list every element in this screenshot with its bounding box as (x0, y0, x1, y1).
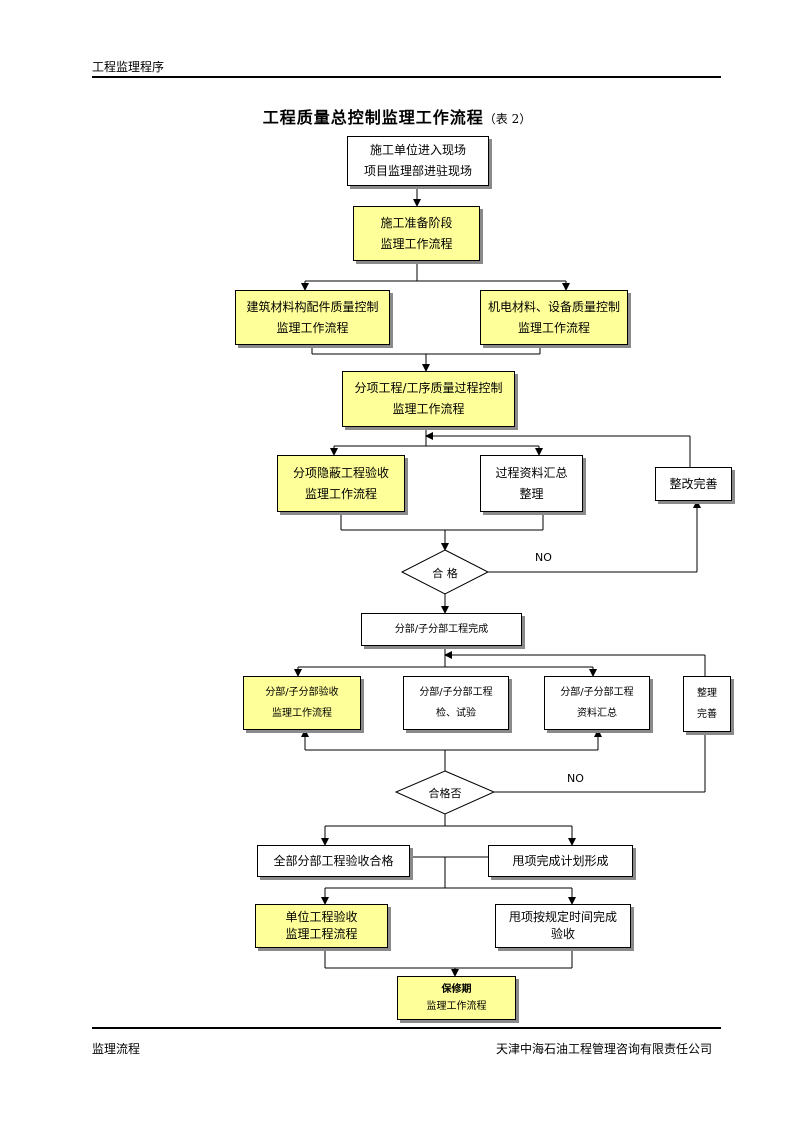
page-title: 工程质量总控制监理工作流程（表 2） (0, 104, 794, 128)
title-table-number: （表 2） (483, 112, 532, 126)
no-label-2: NO (567, 772, 584, 785)
decision-diamond-1 (400, 549, 490, 595)
node-pending-completion: 甩项按规定时间完成验收 (495, 904, 631, 948)
node-division-tests: 分部/子分部工程检、试验 (403, 676, 509, 730)
node-subitem-process-control: 分项工程/工序质量过程控制监理工作流程 (342, 371, 515, 427)
title-main: 工程质量总控制监理工作流程 (262, 108, 484, 127)
node-all-divisions-passed: 全部分部工程验收合格 (257, 845, 410, 877)
node-process-records: 过程资料汇总整理 (480, 455, 583, 512)
node-unit-acceptance: 单位工程验收监理工程流程 (255, 904, 388, 948)
node-enter-site: 施工单位进入现场项目监理部进驻现场 (347, 136, 489, 186)
decision-pass-label: 合格否 (428, 787, 462, 800)
header-rule (92, 76, 721, 78)
node-division-acceptance: 分部/子分部验收监理工作流程 (243, 676, 361, 730)
node-building-materials-control: 建筑材料构配件质量控制监理工作流程 (235, 290, 390, 345)
running-header: 工程监理程序 (92, 60, 165, 74)
decision-qualified-label: 合 格 (432, 567, 458, 580)
footer-left: 监理流程 (92, 1042, 141, 1056)
decision-diamond-2 (394, 770, 496, 815)
footer-right: 天津中海石油工程管理咨询有限责任公司 (495, 1042, 712, 1056)
node-division-records: 分部/子分部工程资料汇总 (544, 676, 650, 730)
node-preparation-stage: 施工准备阶段监理工作流程 (353, 206, 480, 261)
node-rectify: 整改完善 (655, 467, 732, 501)
node-division-complete: 分部/子分部工程完成 (361, 613, 522, 646)
no-label-1: NO (535, 551, 552, 564)
footer-rule (92, 1027, 721, 1029)
node-mep-equipment-control: 机电材料、设备质量控制监理工作流程 (480, 290, 628, 345)
node-pending-plan: 甩项完成计划形成 (488, 845, 633, 877)
node-concealed-work-acceptance: 分项隐蔽工程验收监理工作流程 (277, 455, 405, 512)
node-tidy-up: 整理完善 (683, 676, 731, 732)
node-warranty-period: 保修期监理工作流程 (397, 976, 516, 1020)
